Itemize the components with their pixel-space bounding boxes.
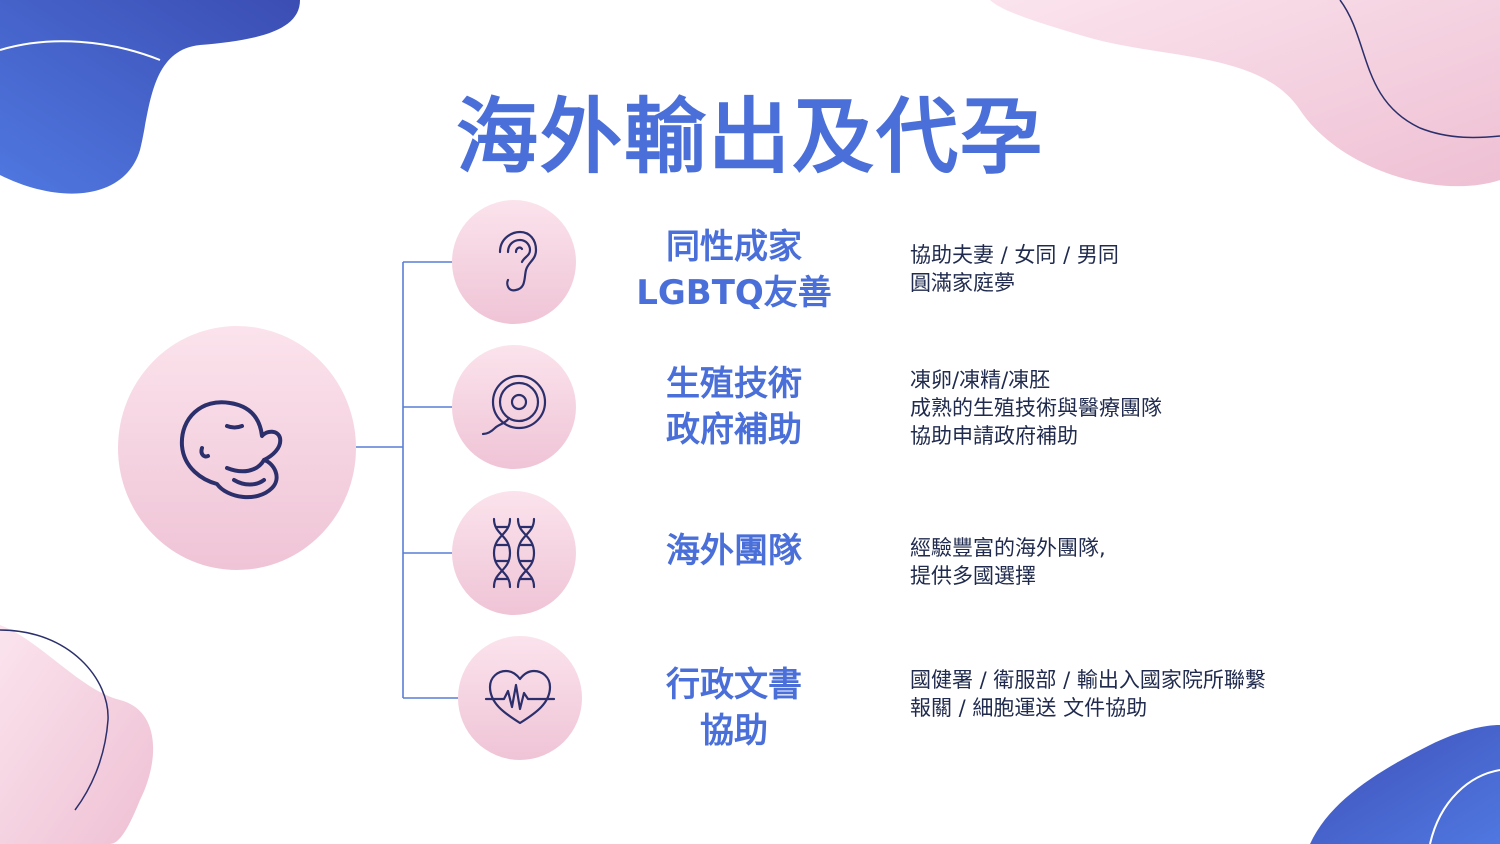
page-title: 海外輸出及代孕 — [455, 90, 1044, 185]
fetus-circle — [118, 326, 356, 570]
heart-pulse-icon — [484, 669, 556, 725]
desc-lgbtq: 協助夫妻 / 女同 / 男同 圓滿家庭夢 — [910, 243, 1119, 295]
ear-icon — [498, 230, 538, 292]
desc-reproductive-tech: 凍卵/凍精/凍胚 成熟的生殖技術與醫療團隊 協助申請政府補助 — [910, 368, 1162, 448]
heading-reproductive-tech: 生殖技術 政府補助 — [666, 364, 802, 450]
desc-admin-docs: 國健署 / 衛服部 / 輸出入國家院所聯繫 報關 / 細胞運送 文件協助 — [910, 668, 1266, 720]
connector-lines — [356, 261, 458, 699]
blob-bottom-right-line — [1429, 769, 1500, 844]
heart-circle — [458, 636, 582, 760]
egg-circle — [452, 345, 576, 469]
desc-overseas-team: 經驗豐富的海外團隊, 提供多國選擇 — [910, 536, 1106, 588]
dna-icon — [492, 517, 536, 589]
egg-sperm-icon — [481, 374, 547, 436]
heading-lgbtq: 同性成家 LGBTQ友善 — [636, 227, 832, 313]
blob-top-right — [990, 0, 1500, 187]
ear-circle — [452, 200, 576, 324]
heading-admin-docs: 行政文書 協助 — [666, 665, 802, 751]
dna-circle — [452, 491, 576, 615]
fetus-icon — [179, 400, 283, 500]
blob-bottom-right — [1310, 725, 1500, 844]
blob-top-right-line — [1339, 0, 1500, 139]
blob-bottom-left-line — [0, 629, 109, 811]
blob-top-left — [0, 0, 300, 194]
blob-bottom-left — [0, 625, 154, 844]
heading-overseas-team: 海外團隊 — [666, 531, 802, 571]
blob-top-left-line — [0, 40, 161, 61]
